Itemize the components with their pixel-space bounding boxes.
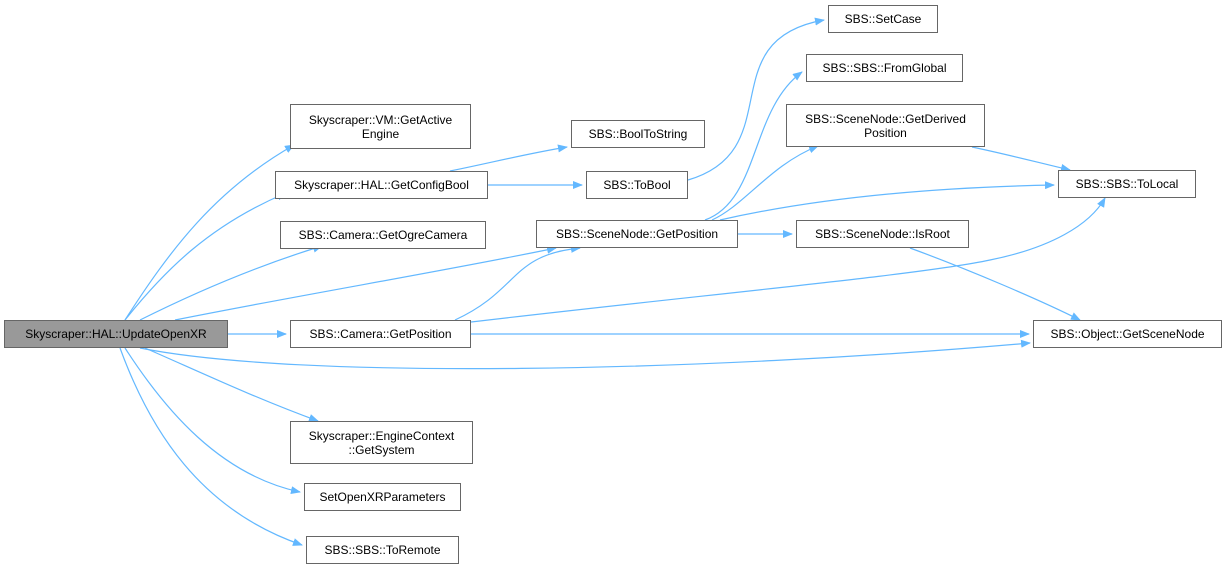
node-scenenode-is-root[interactable]: SBS::SceneNode::IsRoot — [796, 220, 969, 248]
edge-update-openxr-to-vm-get-active-engine — [124, 144, 295, 321]
node-camera-get-ogre-camera[interactable]: SBS::Camera::GetOgreCamera — [280, 221, 486, 249]
node-update-openxr[interactable]: Skyscraper::HAL::UpdateOpenXR — [4, 320, 228, 348]
node-sbs-from-global[interactable]: SBS::SBS::FromGlobal — [806, 54, 963, 82]
node-scenenode-get-position[interactable]: SBS::SceneNode::GetPosition — [536, 220, 738, 248]
node-sbs-to-local[interactable]: SBS::SBS::ToLocal — [1058, 170, 1196, 198]
edge-update-openxr-to-object-get-scene-node — [139, 339, 1031, 370]
edge-scenenode-get-position-to-sbs-from-global — [704, 71, 803, 221]
node-camera-get-position[interactable]: SBS::Camera::GetPosition — [290, 320, 471, 348]
edge-layer — [119, 17, 1106, 546]
edge-to-bool-to-set-case — [687, 17, 825, 181]
node-bool-to-string[interactable]: SBS::BoolToString — [571, 120, 705, 148]
edge-update-openxr-to-hal-get-config-bool — [124, 192, 287, 321]
edge-scenenode-get-position-to-scenenode-get-derived-position — [711, 145, 819, 221]
edge-update-openxr-to-camera-get-ogre-camera — [139, 244, 323, 321]
node-scenenode-get-derived-position[interactable]: SBS::SceneNode::GetDerived Position — [786, 104, 985, 147]
edge-scenenode-get-position-to-sbs-to-local — [719, 181, 1055, 221]
edge-update-openxr-to-set-openxr-parameters — [124, 347, 301, 495]
node-vm-get-active-engine[interactable]: Skyscraper::VM::GetActive Engine — [290, 104, 471, 149]
edge-update-openxr-to-scenenode-get-position — [174, 245, 557, 321]
node-set-openxr-parameters[interactable]: SetOpenXRParameters — [304, 483, 461, 511]
node-sbs-to-remote[interactable]: SBS::SBS::ToRemote — [306, 536, 459, 564]
edge-scenenode-get-derived-position-to-sbs-to-local — [971, 146, 1071, 172]
edge-update-openxr-to-engine-context-get-system — [144, 347, 319, 422]
edge-hal-get-config-bool-to-bool-to-string — [449, 144, 568, 172]
edge-update-openxr-to-sbs-to-remote — [119, 347, 303, 546]
edge-camera-get-position-to-sbs-to-local — [470, 197, 1106, 323]
node-to-bool[interactable]: SBS::ToBool — [586, 171, 688, 199]
node-set-case[interactable]: SBS::SetCase — [828, 5, 938, 33]
node-object-get-scene-node[interactable]: SBS::Object::GetSceneNode — [1033, 320, 1222, 348]
node-hal-get-config-bool[interactable]: Skyscraper::HAL::GetConfigBool — [275, 171, 488, 199]
node-engine-context-get-system[interactable]: Skyscraper::EngineContext ::GetSystem — [290, 421, 473, 464]
edge-scenenode-is-root-to-object-get-scene-node — [909, 247, 1081, 321]
edge-camera-get-position-to-scenenode-get-position — [454, 244, 581, 321]
